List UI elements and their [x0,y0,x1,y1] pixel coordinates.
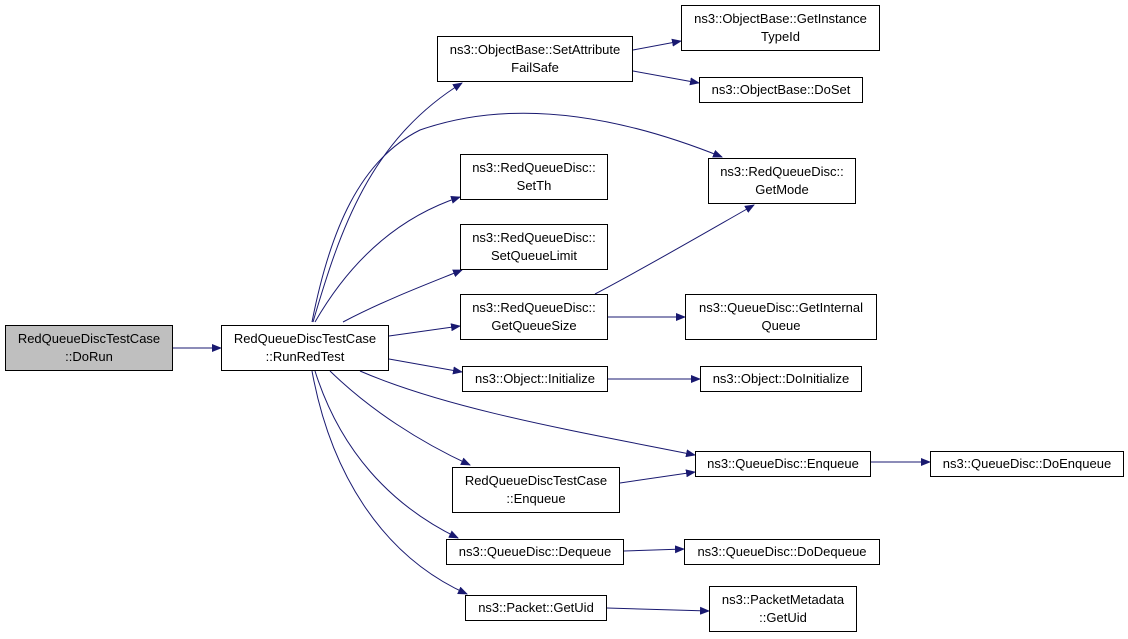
node-label-line: ns3::RedQueueDisc:: [472,300,596,315]
node-label-line: Queue [761,318,801,333]
node-label-line: RedQueueDiscTestCase [17,331,161,346]
node-label-line: ns3::ObjectBase::SetAttribute [449,42,621,57]
edge-setAttrFailSafe-to-doSet [632,70,700,86]
node-label-line: ns3::ObjectBase::GetInstance [694,11,867,26]
node-qdEnqueue[interactable]: ns3::QueueDisc::Enqueue [695,451,871,477]
node-setQueueLimit[interactable]: ns3::RedQueueDisc::SetQueueLimit [460,224,608,270]
edge-runRedTest-to-getMode [311,112,723,323]
node-label-line: ns3::RedQueueDisc:: [720,164,844,179]
node-label-line: GetQueueSize [491,318,577,333]
edge-runRedTest-to-tcEnqueue [329,370,471,466]
edge-runRedTest-to-qdEnqueue [359,370,696,458]
node-label-line: SetQueueLimit [491,248,577,263]
edge-qdDequeue-to-qdDoDequeue [623,545,685,554]
node-doRun: RedQueueDiscTestCase::DoRun [5,325,173,371]
node-pmGetUid[interactable]: ns3::PacketMetadata::GetUid [709,586,857,632]
edge-runRedTest-to-setTh [314,196,461,323]
node-label-line: ns3::Object::DoInitialize [712,371,850,386]
node-label-line: ns3::Object::Initialize [475,371,595,386]
node-label-line: GetMode [755,182,809,197]
edge-pktGetUid-to-pmGetUid [606,606,710,615]
node-label-line: SetTh [516,178,552,193]
node-label-line: ::DoRun [65,349,113,364]
node-objDoInitialize[interactable]: ns3::Object::DoInitialize [700,366,862,392]
node-pktGetUid[interactable]: ns3::Packet::GetUid [465,595,607,621]
node-label-line: ns3::QueueDisc::DoDequeue [697,544,867,559]
node-label-line: TypeId [760,29,801,44]
node-doSet[interactable]: ns3::ObjectBase::DoSet [699,77,863,103]
node-label-line: ::GetUid [759,610,807,625]
node-label-line: ns3::RedQueueDisc:: [472,230,596,245]
node-getQueueSize[interactable]: ns3::RedQueueDisc::GetQueueSize [460,294,608,340]
edge-getQueueSize-to-getMode [594,204,755,295]
node-label-line: FailSafe [511,60,559,75]
node-qdDoDequeue[interactable]: ns3::QueueDisc::DoDequeue [684,539,880,565]
edge-runRedTest-to-setAttrFailSafe [312,82,463,323]
node-label-line: ns3::QueueDisc::GetInternal [698,300,864,315]
node-objInitialize[interactable]: ns3::Object::Initialize [462,366,608,392]
node-label-line: RedQueueDiscTestCase [233,331,377,346]
node-label-line: ns3::Packet::GetUid [478,600,594,615]
edge-runRedTest-to-objInitialize [388,358,463,375]
node-label-line: ns3::ObjectBase::DoSet [711,82,851,97]
edge-runRedTest-to-pktGetUid [311,370,468,595]
node-label-line: ::RunRedTest [265,349,345,364]
node-label-line: ns3::QueueDisc::Dequeue [458,544,612,559]
node-qdDoEnqueue[interactable]: ns3::QueueDisc::DoEnqueue [930,451,1124,477]
node-label-line: ns3::QueueDisc::DoEnqueue [942,456,1112,471]
node-runRedTest[interactable]: RedQueueDiscTestCase::RunRedTest [221,325,389,371]
node-label-line: ::Enqueue [506,491,566,506]
node-label-line: ns3::QueueDisc::Enqueue [707,456,859,471]
edge-setAttrFailSafe-to-getInstanceTypeId [632,38,682,51]
node-qdDequeue[interactable]: ns3::QueueDisc::Dequeue [446,539,624,565]
edge-tcEnqueue-to-qdEnqueue [619,469,696,484]
node-tcEnqueue[interactable]: RedQueueDiscTestCase::Enqueue [452,467,620,513]
node-label-line: ns3::PacketMetadata [721,592,845,607]
edge-runRedTest-to-setQueueLimit [342,269,463,323]
node-label-line: ns3::RedQueueDisc:: [472,160,596,175]
edge-runRedTest-to-qdDequeue [314,370,459,539]
node-getMode[interactable]: ns3::RedQueueDisc::GetMode [708,158,856,204]
edge-runRedTest-to-getQueueSize [388,323,461,337]
node-setTh[interactable]: ns3::RedQueueDisc::SetTh [460,154,608,200]
node-label-line: RedQueueDiscTestCase [464,473,608,488]
